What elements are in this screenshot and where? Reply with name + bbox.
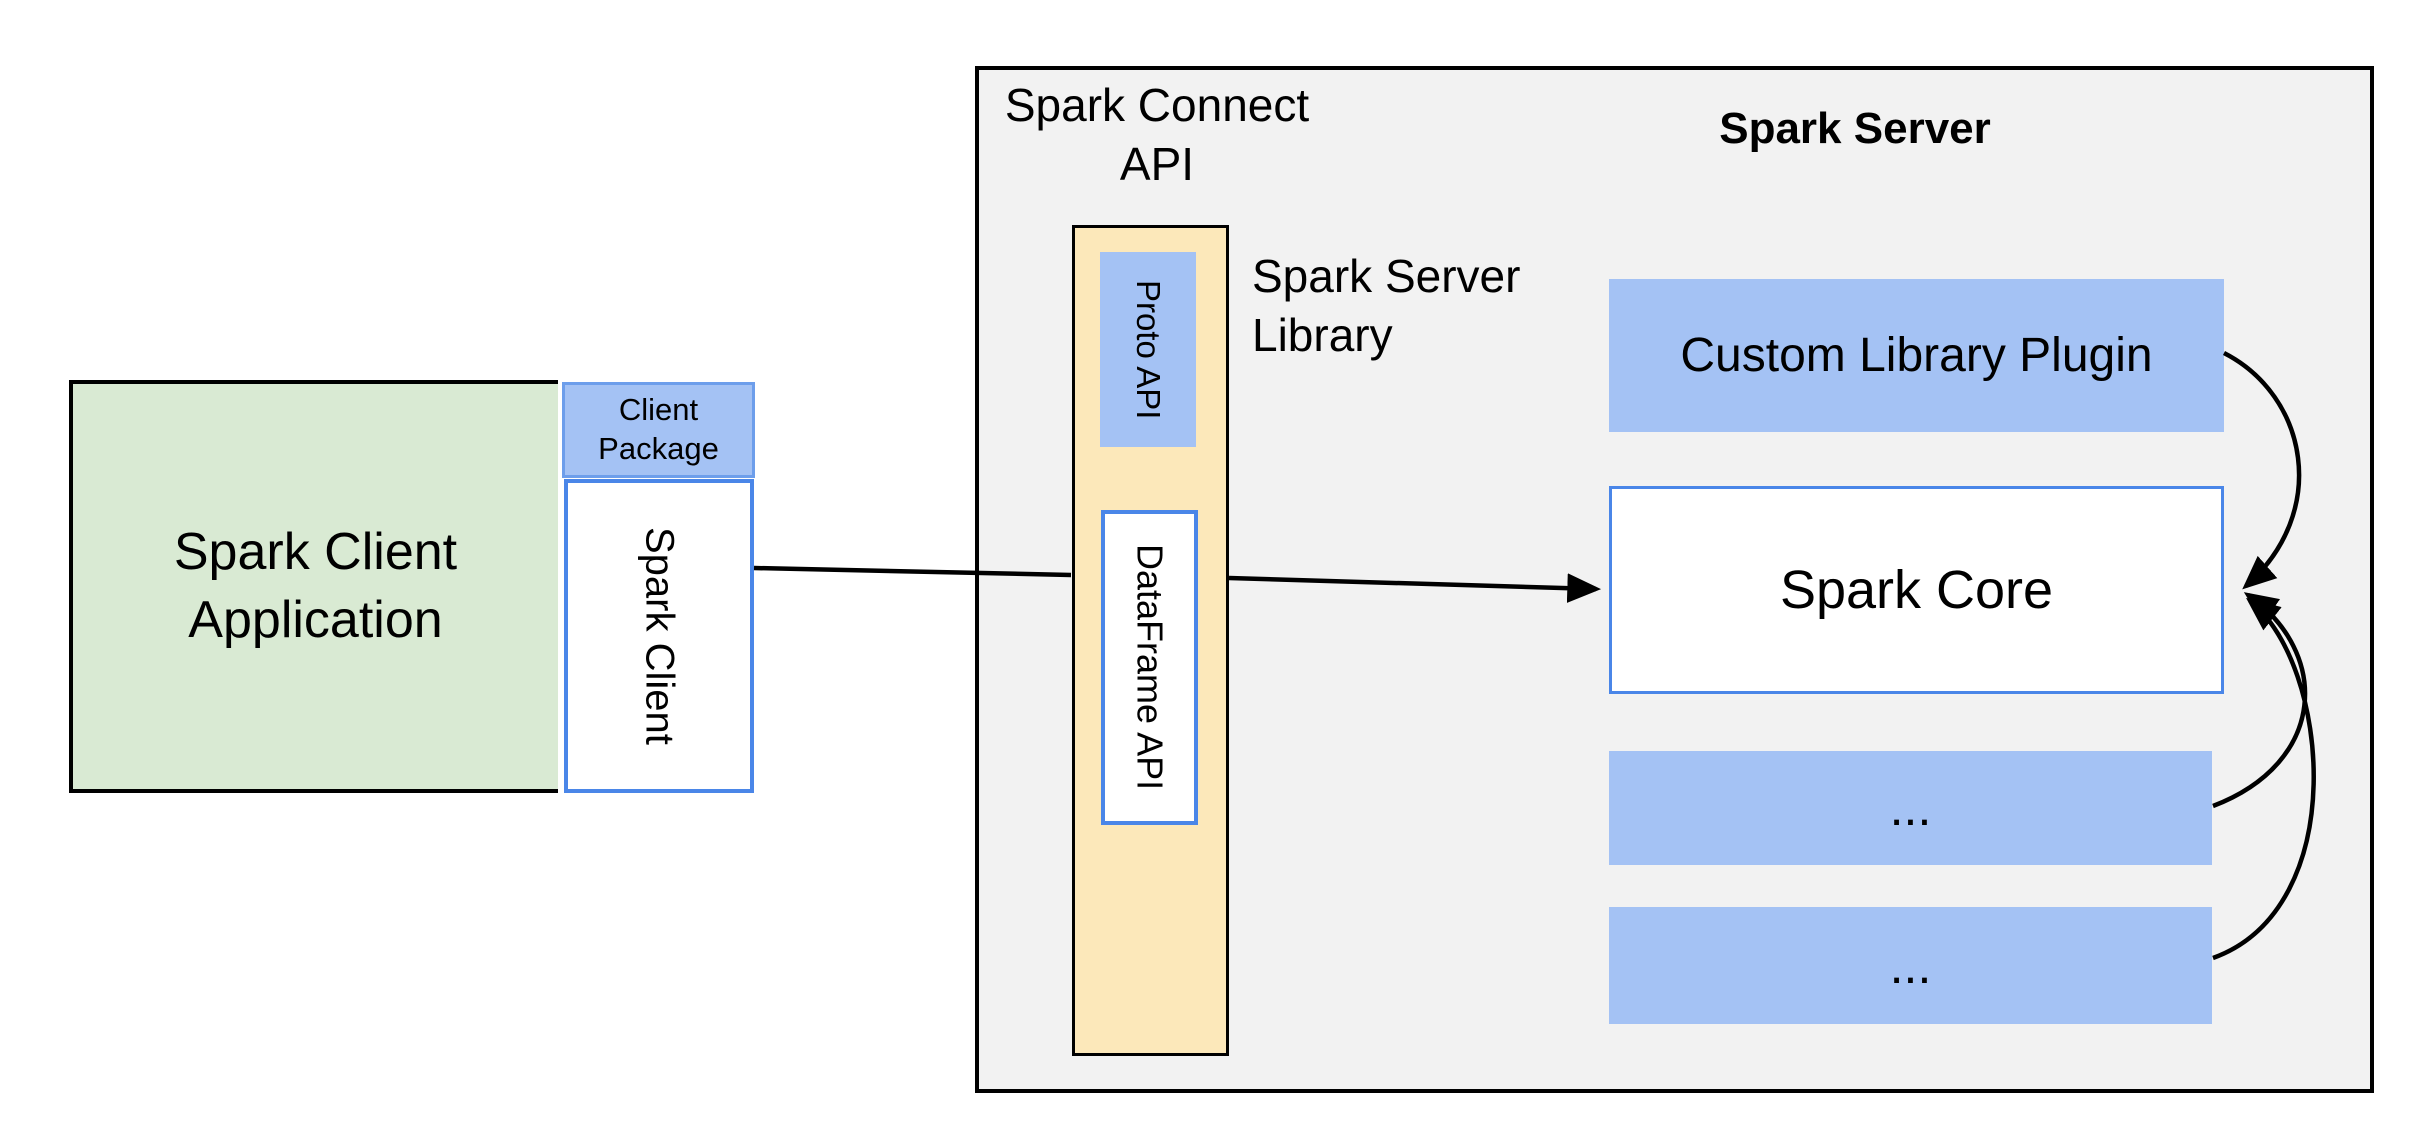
proto-api-label: Proto API	[1130, 279, 1167, 420]
ellipsis-box-2: ...	[1609, 907, 2212, 1024]
spark-core-label: Spark Core	[1779, 560, 2054, 620]
client-package-box: Client Package	[562, 382, 755, 478]
dataframe-api-box: DataFrame API	[1101, 510, 1198, 825]
proto-api-box: Proto API	[1100, 252, 1196, 447]
ellipsis-top-label: ...	[1889, 780, 1932, 836]
custom-library-plugin-box: Custom Library Plugin	[1609, 279, 2224, 432]
ellipsis-box-1: ...	[1609, 751, 2212, 865]
spark-connect-api-label: Spark Connect API	[1004, 79, 1310, 190]
ellipsis-bottom-label: ...	[1889, 937, 1932, 994]
spark-server-library-label: Spark Server Library	[1252, 250, 1521, 361]
custom-library-plugin-label: Custom Library Plugin	[1680, 329, 2153, 382]
spark-core-box: Spark Core	[1609, 486, 2224, 694]
client-package-label: Client Package	[598, 392, 719, 466]
dataframe-api-label: DataFrame API	[1129, 544, 1171, 791]
spark-client-box: Spark Client	[564, 479, 754, 793]
spark-client-application-box: Spark Client Application	[69, 380, 558, 793]
spark-server-title: Spark Server	[1719, 104, 1991, 153]
spark-client-application-label: Spark Client Application	[173, 522, 458, 649]
spark-client-label: Spark Client	[637, 527, 682, 745]
